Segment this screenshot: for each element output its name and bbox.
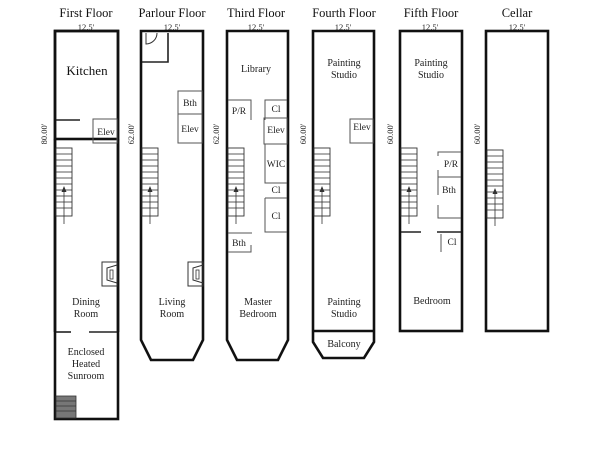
elevator (349, 118, 374, 144)
room-label: Sunroom (68, 371, 105, 382)
room-label: Living (159, 297, 186, 308)
wall-outline (53, 29, 120, 421)
room-label: Bedroom (239, 309, 276, 320)
bathroom (437, 170, 461, 219)
depth-dimension: 60.00' (298, 123, 308, 144)
room-label: Elev (353, 123, 371, 133)
room-label: Bedroom (413, 296, 450, 307)
powder-room (228, 99, 252, 120)
room-label: Balcony (327, 339, 360, 350)
room-label: Studio (418, 70, 444, 81)
depth-dimension: 60.00' (472, 123, 482, 144)
fireplace-icon (101, 261, 118, 287)
powder-room (437, 151, 461, 156)
wall-outline (53, 29, 120, 141)
depth-dimension: 60.00' (385, 123, 395, 144)
floor-fifth: Fifth Floor 12.5' 60.00' Painting Studio… (385, 6, 464, 333)
depth-dimension: 80.00' (39, 123, 49, 144)
width-dimension: 12.5' (248, 22, 265, 32)
stairs-icon (141, 147, 159, 225)
room-label: Elev (97, 128, 115, 138)
room-label: Studio (331, 70, 357, 81)
room-label: Painting (414, 58, 447, 69)
door-icon (145, 32, 158, 45)
room-label: Master (244, 297, 272, 308)
floor-title: Cellar (502, 6, 533, 20)
floor-third: Third Floor 12.5' 62.00' Library P/R Cl … (211, 6, 290, 362)
room-label: Elev (267, 126, 285, 136)
room-label: Bth (232, 239, 246, 249)
elevator (177, 113, 203, 144)
room-label: Cl (272, 186, 281, 196)
closet (264, 99, 287, 120)
floor-title: First Floor (59, 6, 113, 20)
room-label: Heated (72, 359, 100, 370)
room-label: Studio (331, 309, 357, 320)
room-label: Bth (442, 186, 456, 196)
floor-parlour: Parlour Floor 12.5' 62.00' Bth Elev Livi… (126, 6, 206, 362)
room-label: P/R (444, 160, 459, 170)
stairs-icon (486, 149, 504, 227)
room-label: Painting (327, 58, 360, 69)
wall-outline (139, 29, 205, 362)
floor-title: Third Floor (227, 6, 286, 20)
stairs-icon (227, 147, 245, 225)
room-label: Bth (183, 99, 197, 109)
floor-fourth: Fourth Floor 12.5' 60.00' Painting Studi… (298, 6, 377, 360)
floor-first: First Floor 12.5' 80.00' Kitchen Elev Di… (39, 6, 120, 421)
stairs-icon (400, 147, 418, 225)
room-label: Enclosed (68, 347, 105, 358)
room-label: Library (241, 64, 271, 75)
room-label: Cl (448, 238, 457, 248)
wall-outline (484, 29, 550, 333)
wall-outline (311, 29, 376, 360)
interior-wall (142, 33, 169, 63)
room-label: WIC (267, 160, 285, 170)
depth-dimension: 62.00' (126, 123, 136, 144)
wall-outline (398, 29, 464, 333)
floor-title: Fifth Floor (404, 6, 459, 20)
walk-in-closet (264, 144, 287, 184)
room-label: Room (160, 309, 185, 320)
room-label: Room (74, 309, 99, 320)
room-label: Elev (181, 125, 199, 135)
depth-dimension: 62.00' (211, 123, 221, 144)
room-label: Dining (72, 297, 100, 308)
elevator (92, 118, 118, 144)
stairs-icon (313, 147, 331, 225)
width-dimension: 12.5' (509, 22, 526, 32)
width-dimension: 12.5' (422, 22, 439, 32)
room-label: Cl (272, 212, 281, 222)
width-dimension: 12.5' (335, 22, 352, 32)
room-label: P/R (232, 107, 247, 117)
floor-title: Parlour Floor (138, 6, 206, 20)
floor-title: Fourth Floor (312, 6, 376, 20)
room-label: Painting (327, 297, 360, 308)
room-label: Kitchen (66, 63, 108, 78)
stairs-icon (55, 395, 77, 419)
wall-outline (225, 29, 290, 362)
elevator (263, 117, 288, 145)
fireplace-icon (187, 261, 204, 287)
closet (264, 197, 287, 233)
width-dimension: 12.5' (78, 22, 95, 32)
width-dimension: 12.5' (164, 22, 181, 32)
bathroom (228, 232, 252, 253)
room-label: Cl (272, 105, 281, 115)
floor-cellar: Cellar 12.5' 60.00' (472, 6, 550, 333)
stairs-icon (55, 147, 73, 225)
